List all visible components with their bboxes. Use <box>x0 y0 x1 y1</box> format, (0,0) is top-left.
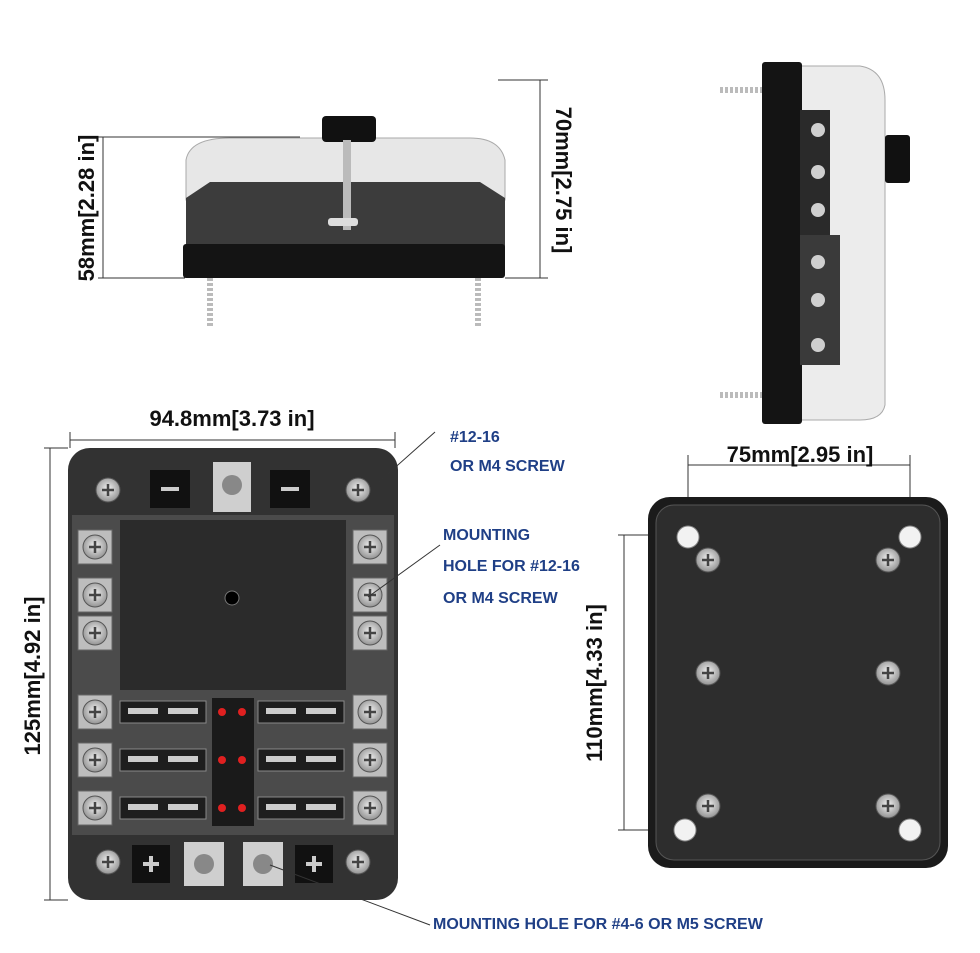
side-height-label: 58mm[2.28 in] <box>74 135 99 282</box>
back-view: 75mm[2.95 in] 110mm[4.33 in] <box>582 442 948 868</box>
mounting-callout-line3: OR M4 SCREW <box>443 590 559 607</box>
profile-view <box>720 62 910 424</box>
length-label: 125mm[4.92 in] <box>20 597 45 756</box>
led-indicators <box>218 708 246 812</box>
mount-width-label: 75mm[2.95 in] <box>727 442 874 467</box>
corner-screw-callout-line1: #12-16 <box>450 429 500 446</box>
bottom-mounting-callout: MOUNTING HOLE FOR #4-6 OR M5 SCREW <box>433 916 764 933</box>
width-label: 94.8mm[3.73 in] <box>149 406 314 431</box>
corner-screw-callout-line2: OR M4 SCREW <box>450 458 566 475</box>
mounting-callout-line2: HOLE FOR #12-16 <box>443 558 580 575</box>
side-view: 58mm[2.28 in] 70mm[2.75 in] <box>74 79 576 328</box>
mount-length-label: 110mm[4.33 in] <box>582 604 607 762</box>
top-view: 94.8mm[3.73 in] 125mm[4.92 in] <box>20 406 441 926</box>
mounting-callout-line1: MOUNTING <box>443 527 530 544</box>
total-height-label: 70mm[2.75 in] <box>551 107 576 254</box>
